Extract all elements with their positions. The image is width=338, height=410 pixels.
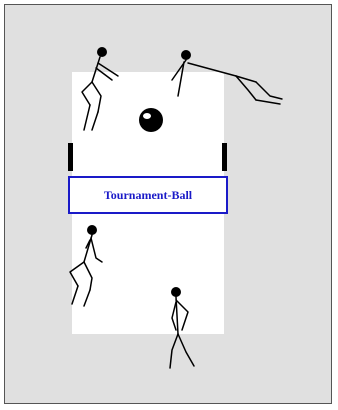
volleyball-icon xyxy=(139,108,163,132)
player-bottom-right xyxy=(170,287,194,368)
player-bottom-left xyxy=(70,225,102,306)
player-top-right-diving xyxy=(172,50,282,104)
player-top-left xyxy=(82,47,118,130)
